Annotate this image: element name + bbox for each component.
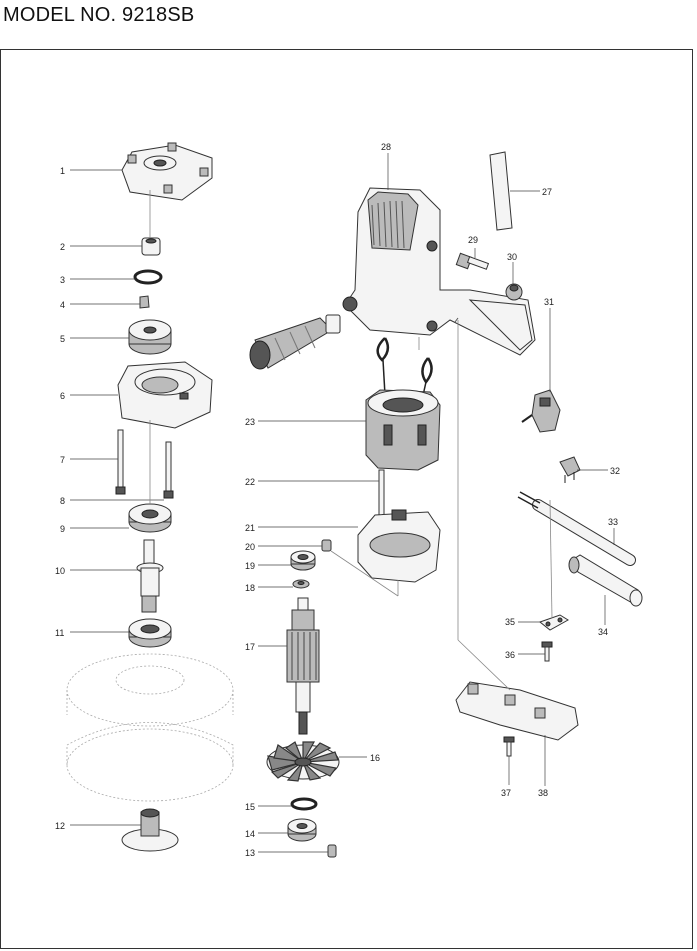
label-part-10: 10 (55, 566, 65, 576)
label-part-32: 32 (610, 466, 620, 476)
part-17-armature (286, 597, 320, 735)
label-part-5: 5 (60, 334, 65, 344)
label-part-21: 21 (245, 523, 255, 533)
label-part-23: 23 (245, 417, 255, 427)
label-part-16: 16 (370, 753, 380, 763)
field-leads (376, 337, 433, 401)
part-27-name-plate (489, 151, 513, 231)
label-part-19: 19 (245, 561, 255, 571)
part-20-insulation-washer (321, 539, 332, 552)
part-10-spindle (136, 539, 164, 613)
label-part-22: 22 (245, 477, 255, 487)
label-part-33: 33 (608, 517, 618, 527)
part-3-retaining-ring (133, 269, 163, 285)
label-part-6: 6 (60, 391, 65, 401)
label-part-37: 37 (501, 788, 511, 798)
part-29-hex-bolt (455, 252, 490, 270)
diagram-frame (0, 49, 693, 949)
part-2-sleeve (141, 237, 161, 256)
label-part-14: 14 (245, 829, 255, 839)
label-part-1: 1 (60, 166, 65, 176)
label-part-4: 4 (60, 300, 65, 310)
part-14-ball-bearing (287, 818, 317, 842)
part-19-ball-bearing (290, 550, 316, 571)
part-28-motor-housing (342, 187, 536, 356)
part-11-labyrinth-ring (128, 618, 172, 648)
part-34-cord-guard (568, 554, 643, 607)
polishing-pad-outline (66, 653, 234, 802)
label-part-36: 36 (505, 650, 515, 660)
center-leader-lines (258, 153, 399, 853)
part-8-screw (163, 441, 174, 499)
label-part-31: 31 (544, 297, 554, 307)
label-part-29: 29 (468, 235, 478, 245)
part-6-gear-housing (117, 361, 213, 429)
right-leader-lines (418, 190, 615, 786)
part-18-washer (292, 579, 310, 589)
label-part-35: 35 (505, 617, 515, 627)
part-31-switch (521, 389, 561, 433)
part-33-cord (517, 491, 636, 566)
part-5-spiral-bevel-gear (128, 319, 172, 355)
label-part-13: 13 (245, 848, 255, 858)
part-12-flange (121, 808, 179, 852)
label-part-9: 9 (60, 524, 65, 534)
label-part-28: 28 (381, 142, 391, 152)
model-number-title: MODEL NO. 9218SB (3, 4, 195, 26)
part-38-handle-cover (455, 681, 579, 741)
label-part-15: 15 (245, 802, 255, 812)
part-35-strain-relief (538, 614, 569, 631)
label-part-30: 30 (507, 252, 517, 262)
part-16-fan (266, 741, 340, 782)
label-part-38: 38 (538, 788, 548, 798)
part-4-key (139, 295, 150, 309)
part-30-nut (505, 283, 523, 301)
label-part-34: 34 (598, 627, 608, 637)
left-leader-lines (70, 169, 164, 826)
part-23-field (365, 389, 441, 471)
label-part-8: 8 (60, 496, 65, 506)
label-part-3: 3 (60, 275, 65, 285)
label-part-7: 7 (60, 455, 65, 465)
side-handle (249, 314, 341, 370)
part-1-gear-cover (121, 142, 213, 201)
part-number-labels: 1 2 3 4 5 6 7 8 9 10 11 12 13 14 15 16 1… (55, 142, 620, 858)
part-37-screw (503, 736, 515, 757)
part-36-screw (541, 641, 553, 662)
label-part-11: 11 (55, 628, 64, 638)
label-part-27: 27 (542, 187, 552, 197)
label-part-12: 12 (55, 821, 65, 831)
part-15-retaining-ring (290, 797, 318, 811)
part-13-rubber-pin (327, 844, 337, 858)
part-7-screw (115, 429, 126, 495)
label-part-20: 20 (245, 542, 255, 552)
part-21-baffle-plate (357, 509, 441, 583)
label-part-2: 2 (60, 242, 65, 252)
part-9-ball-bearing (128, 503, 172, 533)
label-part-18: 18 (245, 583, 255, 593)
label-part-17: 17 (245, 642, 255, 652)
